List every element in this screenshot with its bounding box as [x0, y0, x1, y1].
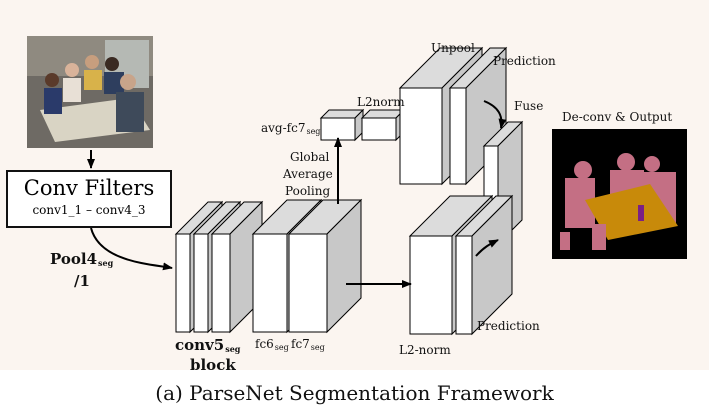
fc7-name: fc7	[291, 337, 310, 351]
pool4-name: Pool4	[50, 250, 98, 268]
prediction-bottom-label: Prediction	[477, 319, 540, 333]
arrow-prediction-to-fuse-bottom	[475, 239, 499, 257]
gap-line1: Global	[290, 150, 330, 164]
conv-filters-subtitle: conv1_1 – conv4_3	[32, 203, 146, 217]
segmentation-output	[552, 129, 687, 259]
pool4-subscript: seg	[98, 258, 114, 268]
deconv-output-label: De-conv & Output	[562, 110, 673, 124]
fc7-subscript: seg	[310, 343, 325, 352]
arrow-conv-to-conv5	[90, 227, 173, 271]
fc6-name: fc6	[255, 337, 274, 351]
l2norm-top-cube	[360, 108, 406, 142]
avg-fc7-name: avg-fc7	[261, 121, 306, 135]
feature-blocks	[174, 46, 524, 336]
unpool-label: Unpool	[431, 41, 475, 55]
avg-fc7-label: avg-fc7seg	[261, 121, 320, 136]
pool4-label: Pool4seg	[50, 250, 113, 268]
input-photo	[27, 36, 153, 148]
conv5-subscript: seg	[225, 344, 241, 354]
gap-line3: Pooling	[285, 184, 331, 198]
conv5-label: conv5seg	[175, 336, 240, 354]
prediction-bottom-block	[454, 194, 514, 336]
l2norm-top-label: L2norm	[357, 95, 405, 109]
fc7-label: fc7seg	[291, 337, 325, 352]
avg-fc7-subscript: seg	[306, 127, 321, 136]
arrow-prediction-to-fuse-top	[483, 100, 507, 129]
conv5-name: conv5	[175, 336, 225, 354]
figure-caption: (a) ParseNet Segmentation Framework	[155, 381, 554, 405]
gap-line2: Average	[283, 167, 333, 181]
conv-filters-box: Conv Filters conv1_1 – conv4_3	[6, 170, 172, 228]
avg-fc7-cube	[319, 108, 365, 142]
fc6-subscript: seg	[274, 343, 289, 352]
prediction-top-label: Prediction	[493, 54, 556, 68]
conv-filters-title: Conv Filters	[23, 176, 155, 200]
fuse-label: Fuse	[514, 99, 544, 113]
l2norm-bottom-label: L2-norm	[399, 343, 451, 357]
conv5-block-label: block	[190, 356, 236, 374]
pool4-suffix: /1	[74, 272, 90, 290]
arrows	[87, 100, 507, 288]
fc6-label: fc6seg	[255, 337, 289, 352]
fc7-block	[287, 198, 363, 334]
